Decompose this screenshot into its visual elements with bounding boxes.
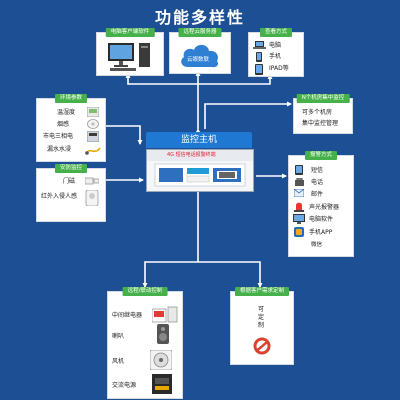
fan-icon (150, 350, 172, 370)
siren-icon (294, 202, 304, 212)
view-mode-item: 电脑 (269, 42, 282, 49)
panel-pc-software: 电脑客户端软件 (96, 28, 164, 76)
centralized-item: 可多个机房 (302, 109, 333, 116)
panel-title: 电脑客户端软件 (105, 28, 155, 37)
security-item: 红外入侵人感 (41, 193, 78, 200)
arrow-to-linkage (142, 261, 198, 288)
centralized-item: 集中监控管理 (302, 120, 339, 127)
panel-title: 远程/联动控制 (122, 287, 168, 296)
page-title: 功能多样性 (154, 8, 245, 27)
water-leak-sensor-icon (85, 147, 101, 155)
alarm-item: 声光报警器 (309, 204, 340, 211)
main-host-device: 4G 短信电话报警终端 (146, 149, 254, 192)
wrench-gear-icon (253, 337, 271, 355)
arrow-env (100, 123, 143, 145)
alarm-item: 短信 (311, 167, 324, 174)
panel-title: 环境参数 (54, 94, 88, 103)
cloud-icon (181, 44, 219, 68)
monitor-icon (293, 214, 305, 224)
relay-icon (152, 306, 178, 323)
panel-title: 查看方式 (259, 28, 293, 37)
env-param-item: 温湿度 (57, 109, 76, 116)
linkage-item: 交流电源 (112, 382, 137, 389)
linkage-item: 风机 (112, 358, 125, 365)
panel-view-mode: 查看方式 电脑 手机 IPAD等 (248, 28, 304, 77)
laptop-icon (253, 41, 266, 49)
tablet-icon (255, 64, 263, 75)
main-host-device-text: 4G 短信电话报警终端 (167, 152, 216, 158)
arrow-to-custom (198, 261, 263, 288)
speaker-icon (157, 324, 169, 344)
alarm-item: 电脑软件 (309, 216, 334, 223)
email-icon (294, 189, 304, 197)
env-param-item: 烟感 (57, 121, 70, 128)
panel-title: 安防监控 (54, 164, 88, 173)
linkage-item: 喇叭 (112, 333, 125, 340)
monitoring-terminal-icon (147, 150, 253, 187)
app-icon (294, 227, 304, 237)
custom-text-line: 制 (258, 322, 265, 329)
alarm-item: 邮件 (311, 191, 324, 198)
alarm-item: 手机APP (309, 229, 333, 236)
alarm-item: 电话 (311, 179, 324, 186)
security-item: 门磁 (63, 178, 76, 185)
ac-contactor-icon (152, 374, 172, 394)
desktop-computer-icon (108, 43, 150, 71)
temp-humidity-sensor-icon (87, 107, 99, 117)
sms-icon (295, 165, 303, 175)
smoke-detector-icon (87, 119, 99, 129)
view-mode-item: 手机 (269, 53, 282, 60)
panel-alarm-mode: 报警方式 短信 电话 邮件 声光报警器 电脑软件 手机APP 微信 (288, 151, 354, 257)
env-param-item: 漏水水浸 (47, 146, 72, 153)
custom-text-line: 可 (258, 306, 265, 313)
arrow-to-pc (125, 73, 198, 85)
panel-cloud-server: 远程云服务器 云眼数联 (169, 28, 231, 74)
power-meter-icon (87, 131, 99, 142)
door-magnet-icon (85, 177, 99, 185)
panel-title: 报警方式 (304, 151, 338, 160)
view-mode-item: IPAD等 (269, 65, 289, 72)
linkage-item: 中间继电器 (112, 312, 143, 319)
panel-custom: 根据客户需求定制 可 定 制 (230, 287, 294, 365)
phone-icon (295, 178, 304, 186)
panel-env-params: 环境参数 温湿度 烟感 市电三相电 漏水水浸 (36, 94, 106, 162)
main-host-title: 监控主机 (146, 132, 252, 148)
panel-title: 根据客户需求定制 (234, 287, 290, 296)
alarm-item: 微信 (311, 242, 323, 248)
panel-centralized: N个机房集中监控 可多个机房 集中监控管理 (293, 94, 353, 134)
panel-linkage-control: 远程/联动控制 中间继电器 喇叭 风机 交流电源 (107, 287, 183, 399)
env-param-item: 市电三相电 (43, 133, 74, 140)
mobile-phone-icon (256, 52, 262, 62)
pir-sensor-icon (85, 190, 99, 206)
arrow-centralized (204, 101, 292, 129)
cloud-logo-text: 云眼数联 (187, 57, 210, 63)
panel-security: 安防监控 门磁 红外入侵人感 (36, 164, 106, 222)
panel-title: N个机房集中监控 (296, 94, 350, 103)
custom-text-line: 定 (258, 314, 265, 321)
arrow-to-view (198, 74, 273, 85)
panel-title: 远程云服务器 (178, 28, 222, 37)
